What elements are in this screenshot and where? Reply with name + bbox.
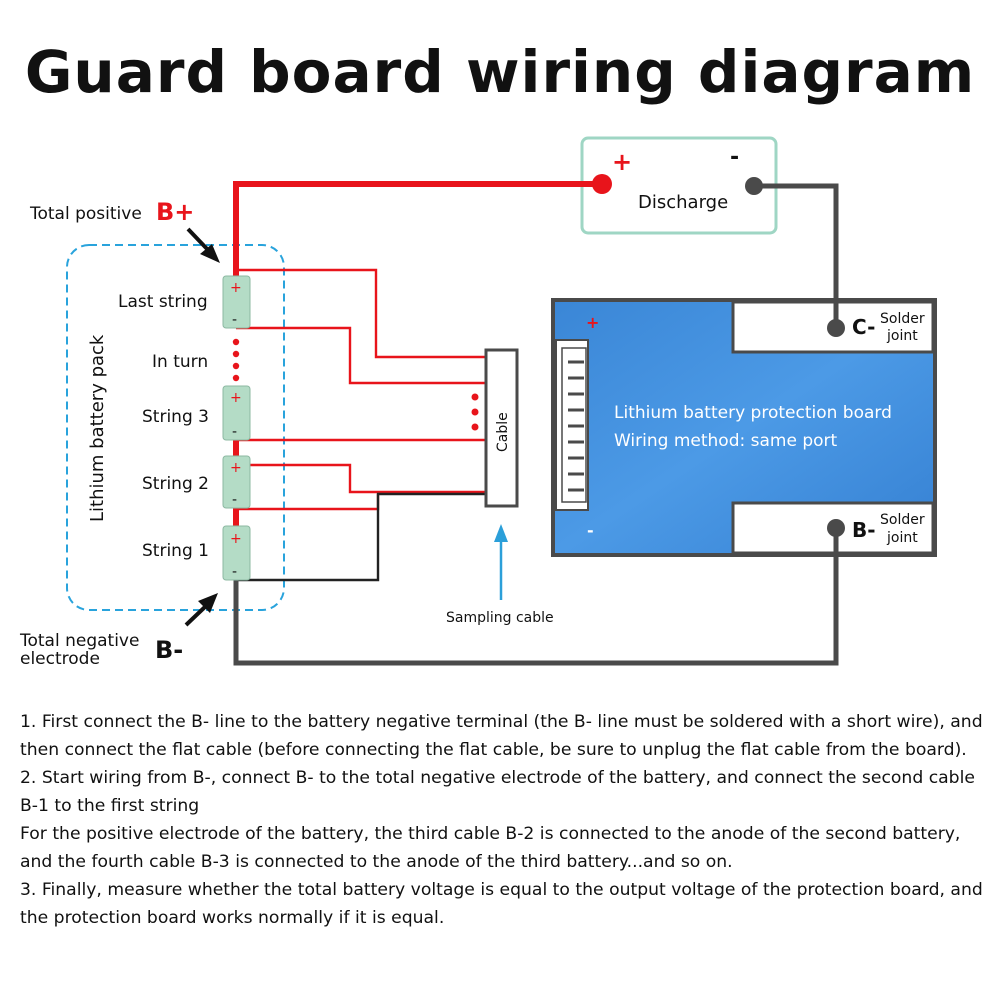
label-in-turn: In turn <box>152 352 208 372</box>
instruction-step-1: 1. First connect the B- line to the batt… <box>20 712 983 760</box>
board-plus: + <box>586 313 599 332</box>
discharge-plus: + <box>612 148 632 176</box>
svg-text:-: - <box>232 492 237 508</box>
c-minus-terminal <box>827 319 845 337</box>
battery-pack-outline <box>66 244 285 611</box>
b-minus-board-label: B- <box>852 518 876 542</box>
protection-board <box>551 298 937 557</box>
discharge-negative-wire <box>754 183 839 328</box>
svg-text:-: - <box>232 424 237 440</box>
sampling-cable-label: Sampling cable <box>446 610 554 626</box>
cable-label: Cable <box>495 412 511 452</box>
negative-main-wire <box>233 528 839 666</box>
instructions: 1. First connect the B- line to the batt… <box>20 708 990 932</box>
page-title: Guard board wiring diagram <box>24 38 976 106</box>
b-minus-terminal <box>827 519 845 537</box>
positive-main-wire <box>233 181 602 280</box>
label-string-2: String 2 <box>142 474 209 494</box>
wiring-diagram: + - Discharge + - Lithium battery protec… <box>19 136 937 669</box>
svg-text:-: - <box>232 564 237 580</box>
cell-string-1: + - <box>222 525 251 581</box>
total-positive-arrow <box>186 227 220 263</box>
board-connector <box>555 339 589 511</box>
b-minus-solder: Solder <box>880 512 925 528</box>
discharge-negative-terminal <box>745 177 763 195</box>
svg-text:+: + <box>230 531 242 547</box>
in-turn-dots <box>232 338 240 382</box>
instruction-step-2-continued: For the positive electrode of the batter… <box>20 824 961 872</box>
board-wiring-method: Wiring method: same port <box>614 431 838 451</box>
discharge-label: Discharge <box>638 192 728 213</box>
instruction-step-3: 3. Finally, measure whether the total ba… <box>20 880 983 928</box>
svg-text:+: + <box>230 390 242 406</box>
cable-dots <box>471 393 479 431</box>
battery-pack-label: Lithium battery pack <box>87 334 108 522</box>
c-minus-solder: Solder <box>880 311 925 327</box>
svg-text:+: + <box>230 460 242 476</box>
c-minus-label: C- <box>852 315 875 339</box>
board-minus: - <box>587 521 594 540</box>
discharge-positive-terminal <box>592 174 612 194</box>
board-title: Lithium battery protection board <box>614 403 892 423</box>
instruction-step-2: 2. Start wiring from B-, connect B- to t… <box>20 768 975 816</box>
label-string-1: String 1 <box>142 541 209 561</box>
label-last-string: Last string <box>118 292 208 312</box>
total-negative-arrow <box>184 593 218 627</box>
sampling-wires <box>236 268 486 582</box>
cable-connector <box>484 348 519 508</box>
b-plus-label: B+ <box>156 198 194 226</box>
b-minus-joint: joint <box>886 530 918 546</box>
cell-string-2: + - <box>222 455 251 509</box>
cell-last-string: + - <box>222 275 251 329</box>
discharge-minus: - <box>730 145 739 170</box>
total-negative-label-1: Total negative <box>19 631 139 651</box>
cell-string-3: + - <box>222 385 251 441</box>
total-negative-label-2: electrode <box>20 649 100 669</box>
sampling-cable-arrow <box>494 524 508 600</box>
svg-text:+: + <box>230 280 242 296</box>
svg-text:-: - <box>232 312 237 328</box>
total-positive-label: Total positive <box>29 204 142 224</box>
label-string-3: String 3 <box>142 407 209 427</box>
b-minus-label: B- <box>155 636 183 664</box>
c-minus-joint: joint <box>886 328 918 344</box>
